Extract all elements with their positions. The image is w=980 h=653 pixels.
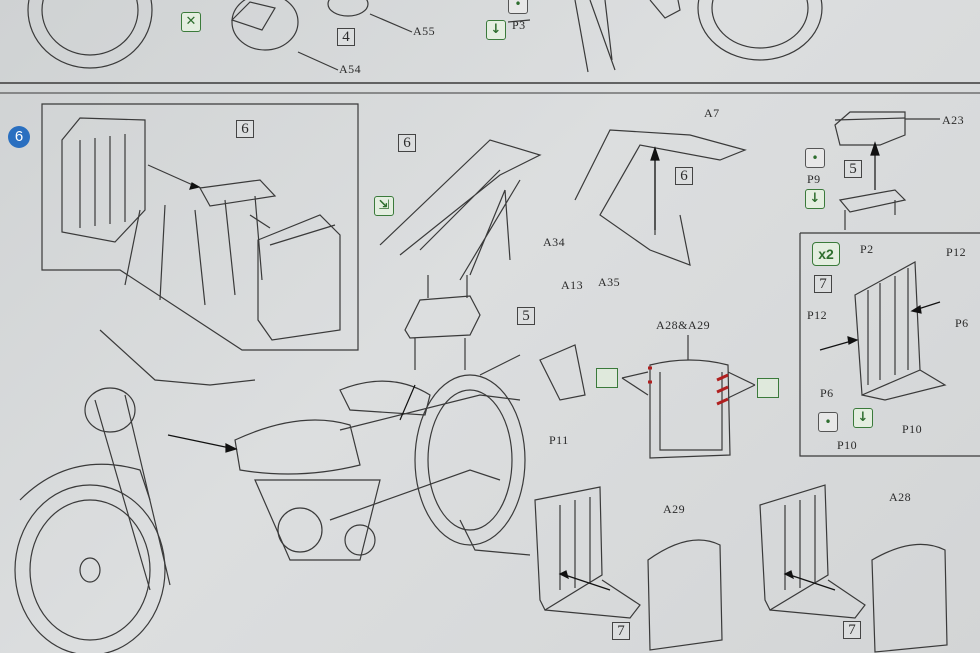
- glue-icon: •: [805, 148, 825, 168]
- bag-frame-p2: [854, 261, 947, 401]
- label-a28-a29: A28&A29: [656, 318, 711, 332]
- label-p10-left: P10: [837, 438, 858, 452]
- inset-part-box-6: 6: [236, 120, 254, 138]
- seat-part-a23: [834, 111, 906, 146]
- attach-icon: ⇲: [374, 196, 394, 216]
- bag-frame-bottom-right: [759, 484, 866, 619]
- saddlebag-a28: [871, 543, 948, 653]
- headlamp-rim-a54: [231, 0, 299, 51]
- label-a34: A34: [543, 235, 566, 249]
- glue-icon: •: [818, 412, 838, 432]
- label-p3: P3: [512, 18, 526, 32]
- quantity-x2-badge: x2: [812, 242, 840, 266]
- bag-frame-box-7-right: 7: [843, 621, 861, 639]
- label-a29: A29: [663, 502, 686, 516]
- subassembly-7-frame: [799, 232, 980, 457]
- rack-part-box-6-right: 6: [675, 167, 693, 185]
- bag-frame-bottom-left: [534, 486, 641, 619]
- label-p9: P9: [807, 172, 821, 186]
- rack-parts-a34-a35: [574, 129, 747, 266]
- wheel-top-right: [697, 0, 823, 61]
- decal-red-marks: [648, 366, 729, 406]
- press-down-icon: ↓: [805, 189, 825, 209]
- label-p12-left: P12: [807, 308, 828, 322]
- headlamp-shell: [230, 1, 276, 31]
- label-p6-left: P6: [820, 386, 834, 400]
- label-p12-right: P12: [946, 245, 967, 259]
- license-plate-holder: [539, 344, 586, 401]
- decal-icon-left: [596, 368, 618, 388]
- label-a13: A13: [561, 278, 584, 292]
- subassembly-box-7: 7: [814, 275, 832, 293]
- label-p10-right: P10: [902, 422, 923, 436]
- inset-rack: [124, 179, 277, 306]
- decal-icon-right: [757, 378, 779, 398]
- label-a55: A55: [413, 24, 436, 38]
- seat-part-box-5: 5: [517, 307, 535, 325]
- saddlebag-a29: [647, 539, 723, 651]
- press-down-icon: ↓: [486, 20, 506, 40]
- bag-frame-box-7-left: 7: [612, 622, 630, 640]
- label-a28: A28: [889, 490, 912, 504]
- press-down-icon: ↓: [853, 408, 873, 428]
- assembly-arrows: [167, 141, 941, 591]
- motorcycle-drawing: [14, 329, 586, 653]
- headlight: [84, 387, 136, 433]
- glue-icon: •: [508, 0, 528, 14]
- rack-part-box-6: 6: [398, 134, 416, 152]
- label-a35: A35: [598, 275, 621, 289]
- seat-part: [404, 295, 481, 370]
- part-a55: [327, 0, 369, 17]
- step-number-badge: 6: [8, 126, 30, 148]
- label-a54: A54: [339, 62, 362, 76]
- part-p9: [838, 189, 907, 230]
- label-p11: P11: [549, 433, 569, 447]
- label-a7: A7: [704, 106, 720, 120]
- engine: [254, 479, 381, 561]
- rear-rack-part: [379, 139, 542, 281]
- rear-wheel-top-left: [27, 0, 153, 69]
- no-glue-icon: ✕: [181, 12, 201, 32]
- seat-sub-box-5: 5: [844, 160, 862, 178]
- fuel-tank: [234, 419, 361, 475]
- label-p6-right: P6: [955, 316, 969, 330]
- inset-bag-right: [257, 214, 341, 341]
- detail-inset-frame: [41, 103, 359, 351]
- part-box-4: 4: [337, 28, 355, 46]
- label-p2: P2: [860, 242, 874, 256]
- saddlebag-a28-a29: [649, 359, 731, 459]
- label-a23: A23: [942, 113, 965, 127]
- inset-bag-frame-left: [61, 117, 146, 243]
